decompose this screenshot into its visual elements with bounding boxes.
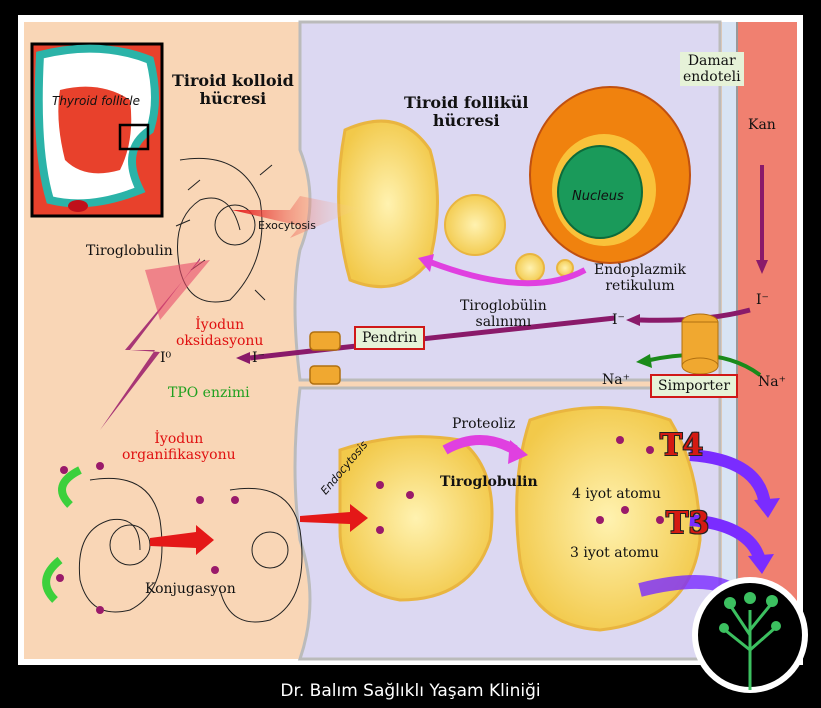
proteolysis-vesicle: [515, 406, 702, 632]
sodium-blood: Na⁺: [758, 374, 786, 390]
exocytosis-arrow: [232, 196, 360, 238]
iodide-transport-arrow: [249, 315, 616, 361]
blood-label: Kan: [748, 117, 776, 133]
iodine-atoms: [56, 436, 664, 614]
simporter-label: Simporter: [650, 374, 739, 399]
er-label: Endoplazmik retikulum: [594, 262, 687, 295]
vesicle: [444, 194, 506, 256]
colloid-title: Tiroid kolloid hücresi: [172, 71, 294, 109]
clinic-logo: [692, 577, 808, 693]
pendrin-label: Pendrin: [354, 326, 426, 351]
release-label: Tiroglobülin salınımı: [460, 298, 547, 331]
exocytosis-label: Exocytosis: [258, 219, 316, 232]
iodine-zero: I⁰: [160, 350, 172, 366]
thyroglobulin-molecule-lower: [78, 477, 303, 623]
t4-arrow: [689, 449, 771, 507]
t3-badge: T3: [666, 506, 710, 541]
organification-arrow-b: [42, 556, 63, 603]
release-arrow: [428, 259, 587, 287]
iodide-left: I⁻: [252, 350, 265, 366]
t3-arrow: [689, 514, 766, 563]
oxidation-label: İyodun oksidasyonu: [176, 317, 264, 350]
thyroglobulin-label: Tiroglobulin: [86, 243, 173, 259]
proteolysis-label: Proteoliz: [452, 416, 516, 432]
conjugation-label: Konjugasyon: [145, 581, 236, 597]
inset-label: Thyroid follicle: [52, 94, 140, 108]
sodium-cell: Na⁺: [602, 372, 630, 388]
nucleus-label: Nucleus: [572, 189, 624, 204]
endocytosis-arrow: [300, 504, 368, 532]
iodide-blood: I⁻: [756, 292, 769, 308]
footer-title: Dr. Balım Sağlıklı Yaşam Kliniği: [280, 681, 541, 701]
endocytosis-vesicle: [338, 435, 494, 602]
pendrin-channel: [309, 331, 341, 385]
organification-label: İyodun organifikasyonu: [122, 431, 236, 464]
conjugation-arrow: [150, 525, 214, 555]
iodide-mid: I⁻: [612, 312, 625, 328]
blood-vessel: [735, 22, 797, 659]
vesicle: [515, 253, 545, 283]
endothelium: [722, 22, 737, 659]
follicle-title: Tiroid follikül hücresi: [404, 93, 529, 131]
t3-atoms-label: 3 iyot atomu: [570, 545, 659, 561]
thyroid-follicle-inset: [30, 42, 164, 218]
simporter-channel: [681, 313, 719, 375]
organification-arrow-a: [58, 466, 82, 508]
oxidation-wedge: [145, 260, 210, 320]
thyroglobulin-bold-label: Tiroglobulin: [440, 474, 538, 490]
t4-atoms-label: 4 iyot atomu: [572, 486, 661, 502]
t4-badge: T4: [660, 428, 704, 463]
tpo-label: TPO enzimi: [168, 385, 250, 401]
proteolysis-arrow: [442, 435, 518, 455]
endothelium-label: Damar endoteli: [680, 52, 744, 87]
nucleus-cell: [529, 86, 691, 264]
